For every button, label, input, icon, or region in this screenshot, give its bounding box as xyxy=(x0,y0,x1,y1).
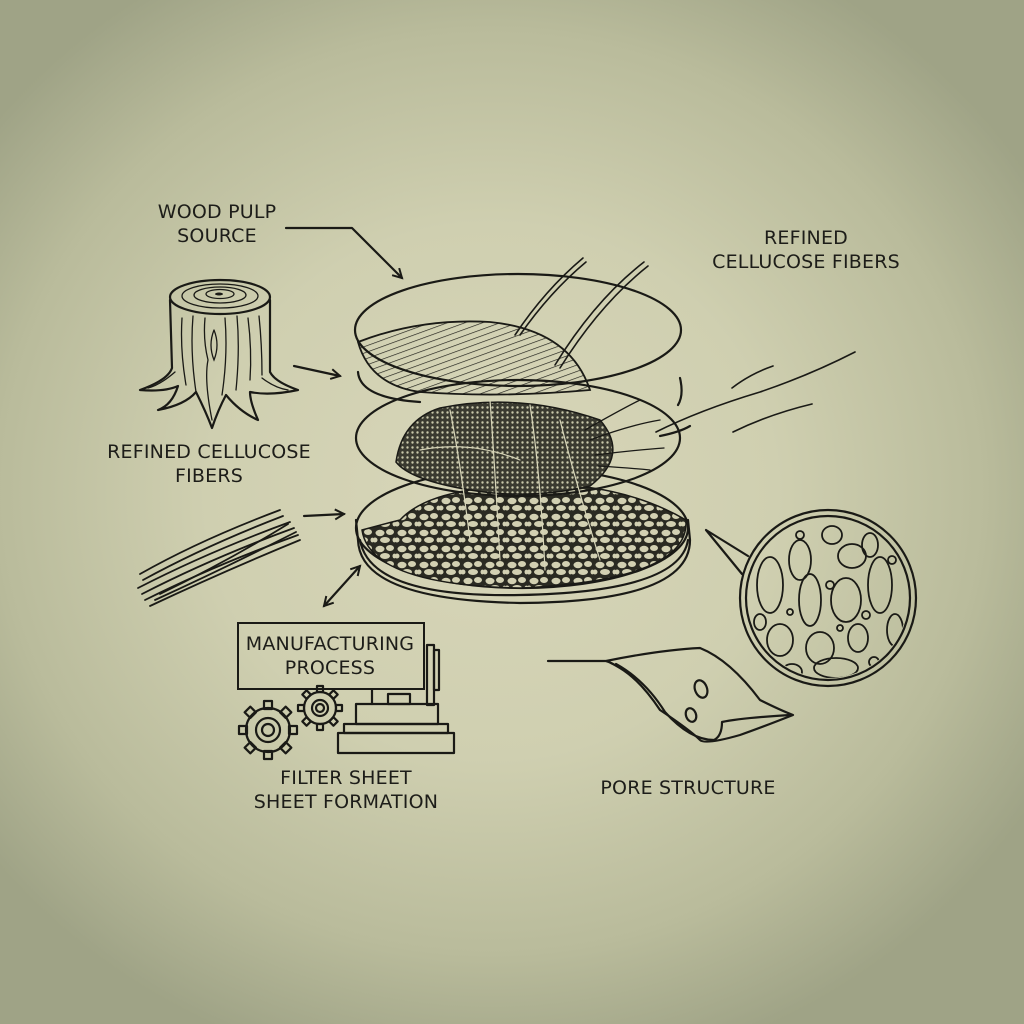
label-line: CELLUCOSE FIBERS xyxy=(712,251,900,273)
label-line: WOOD PULP xyxy=(157,201,277,223)
label-line: FIBERS xyxy=(174,465,244,487)
manufacturing-process-box xyxy=(237,622,425,690)
layered-filter-disc xyxy=(353,257,856,605)
label-filter-sheet-formation: FILTER SHEET SHEET FORMATION xyxy=(240,766,452,814)
label-refined-fibers-right: REFINED CELLUCOSE FIBERS xyxy=(712,226,900,274)
label-line: FILTER SHEET xyxy=(280,767,412,789)
label-line: REFINED CELLUCOSE xyxy=(107,441,311,463)
label-line: PROCESS xyxy=(284,657,376,679)
fiber-arrow xyxy=(302,514,344,516)
label-line: MANUFACTURING xyxy=(245,633,415,655)
label-wood-pulp-source: WOOD PULP SOURCE xyxy=(150,200,284,248)
label-line: PORE STRUCTURE xyxy=(600,777,776,799)
pore-magnifier-circle xyxy=(704,508,918,688)
fiber-bundle-icon xyxy=(137,509,301,607)
process-double-arrow xyxy=(324,566,360,606)
tree-stump-icon xyxy=(138,278,300,430)
label-pore-structure: PORE STRUCTURE xyxy=(590,776,786,800)
curled-sheet-icon xyxy=(546,646,795,743)
stump-arrow xyxy=(292,364,340,376)
label-manufacturing-process: MANUFACTURING PROCESS xyxy=(237,632,423,680)
wood-pulp-leader xyxy=(284,226,402,278)
label-line: REFINED xyxy=(764,227,848,249)
label-line: SHEET FORMATION xyxy=(253,791,439,813)
label-refined-fibers-left: REFINED CELLUCOSE FIBERS xyxy=(100,440,318,488)
gears-machine-icon xyxy=(237,643,456,761)
label-line: SOURCE xyxy=(177,225,257,247)
